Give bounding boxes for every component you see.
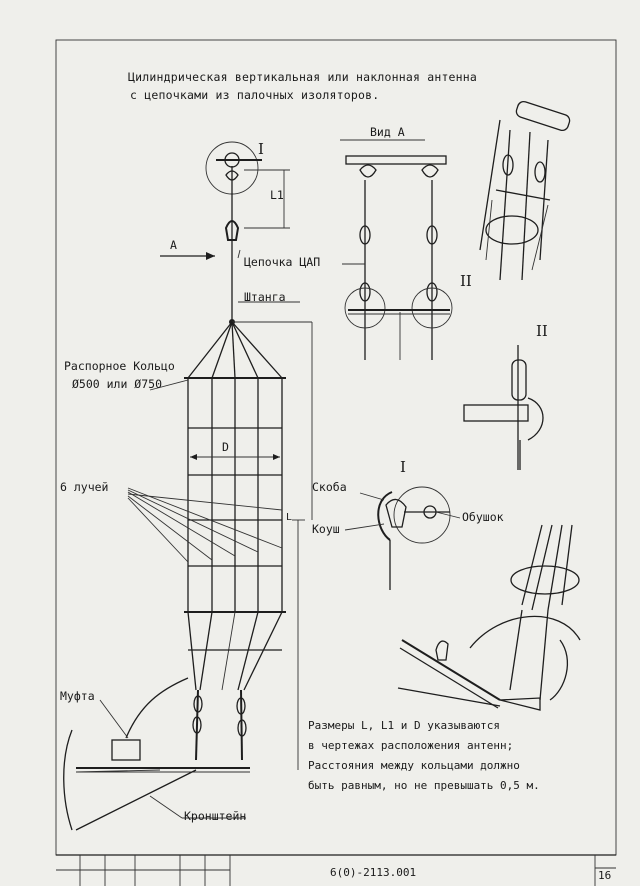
drawing-code: 6(0)-2113.001 [330,866,417,879]
detail-i [344,486,461,590]
chain-label: Цепочка ЦАП [244,255,321,269]
note-line2: в чертежах расположения антенн; [308,739,514,752]
dimension-d: D [222,440,229,454]
note-line1: Размеры L, L1 и D указываются [308,719,501,732]
note-line3: Расстояния между кольцами должно [308,759,520,772]
detail-i-marker-top: I [258,140,264,158]
spacer-ring-size: Ø500 или Ø750 [72,377,163,391]
perspective-top [479,100,571,281]
spacer-ring-label: Распорное Кольцо [64,359,175,373]
main-antenna [63,141,313,831]
bracket-label: Кронштейн [184,809,247,823]
rays-label: 6 лучей [60,480,109,494]
note-line4: быть равным, но не превышать 0,5 м. [308,779,540,792]
eyebolt-label: Обушок [462,510,504,524]
coupling-label: Муфта [60,689,95,703]
detail-ii [463,345,544,470]
title-block-lines [56,854,616,886]
detail-ii-marker-view: II [460,272,472,290]
view-a-drawing [340,139,453,360]
perspective-bottom [397,524,581,711]
rod-label: Штанга [244,290,286,304]
drawing-title-line2: с цепочками из палочных изоляторов. [130,88,380,102]
detail-ii-marker: II [536,322,548,340]
clip-label: Скоба [312,480,347,494]
view-arrow-a: А [170,238,177,252]
drawing-title-line1: Цилиндрическая вертикальная или наклонна… [128,70,478,84]
dimension-l1: L1 [270,188,284,202]
sheet-number: 16 [598,869,612,882]
detail-i-marker: I [400,458,406,476]
thimble-label: Коуш [312,522,340,536]
dimension-l: L [286,512,293,523]
view-a-label: Вид А [370,125,405,139]
